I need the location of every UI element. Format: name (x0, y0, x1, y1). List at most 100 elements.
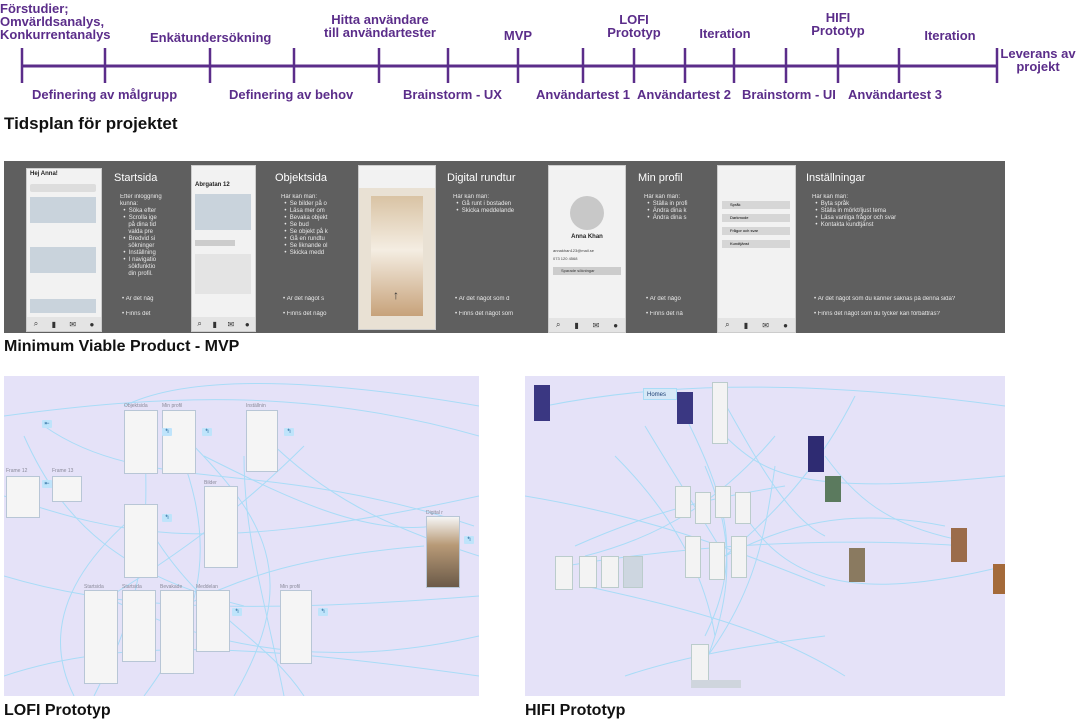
hifi-frame-row (691, 680, 741, 688)
mvp-phone-objektsida: Abrgatan 12 ⌕▮✉● (191, 165, 256, 332)
object-image (195, 194, 251, 230)
profile-phone: 073 120 4568 (553, 256, 578, 261)
milestone-iteration-2: Iteration (924, 28, 976, 43)
planritning-button (195, 240, 235, 246)
milestone-leverans: Leverans av projekt (1000, 46, 1076, 74)
lofi-frame (124, 504, 158, 578)
listing-image (30, 299, 96, 313)
mvp-phone-installningar: Språk Darkmode Frågor och svar Kundtjäns… (717, 165, 796, 333)
mvp-q1-installningar: • Är det något som du känner saknas på d… (814, 296, 956, 302)
lofi-frame-label: Startsida (84, 584, 104, 590)
milestone-definering-malgrupp: Definering av målgrupp (32, 87, 178, 102)
saved-searches-button[interactable]: Sparade sökningar (553, 267, 621, 275)
milestone-enkatundersokning: Enkätundersökning (150, 30, 272, 45)
lofi-frame-label: Min profil (162, 403, 183, 409)
arrow-up-icon[interactable]: ↑ (393, 288, 399, 302)
bookmark-icon: ▮ (743, 320, 749, 330)
lofi-frame-label: Inställnin (246, 403, 266, 409)
lofi-frame-label: Bilder (204, 480, 217, 486)
mvp-desc-startsida: Efter inloggning kunna: • Söka efter • S… (120, 194, 162, 277)
lofi-hotspot: ↰ (232, 608, 242, 616)
milestone-iteration-1: Iteration (699, 26, 751, 41)
setting-faq[interactable]: Frågor och svar (722, 227, 790, 235)
lofi-heading: LOFI Prototyp (4, 702, 111, 719)
mvp-title-installningar: Inställningar (806, 172, 866, 184)
timeline-line (20, 48, 999, 83)
setting-language[interactable]: Språk (722, 201, 790, 209)
milestone-brainstorm-ux: Brainstorm - UX (403, 87, 502, 102)
lofi-frame-label: Frame 12 (6, 468, 28, 474)
milestone-anvandartest-1: Användartest 1 (536, 87, 630, 102)
lofi-hotspot: ↰ (202, 428, 212, 436)
lofi-frame (52, 476, 82, 502)
mvp-q1-min-profil: • Är det någo (646, 296, 681, 302)
lofi-frame (84, 590, 118, 684)
lofi-frame (246, 410, 278, 472)
bottom-nav: ⌕▮✉● (192, 317, 255, 331)
mvp-q1-digital-rundtur: • Är det något som d (455, 296, 510, 302)
milestone-anvandartest-2: Användartest 2 (637, 87, 731, 102)
setting-darkmode[interactable]: Darkmode (722, 214, 790, 222)
mvp-q2-startsida: • Finns det (122, 311, 151, 317)
mvp-desc-installningar: Här kan man: • Byta språk • Ställa in mö… (812, 194, 897, 228)
mvp-desc-objektsida: Här kan man: • Se bilder på o • Läsa mer… (281, 194, 328, 256)
mvp-desc-digital-rundtur: Här kan man: • Gå runt i bostaden • Skic… (453, 194, 515, 214)
lofi-frame (280, 590, 312, 664)
hifi-frame-dark (534, 385, 550, 421)
mail-icon: ✉ (227, 319, 235, 329)
mvp-phone-startsida: Hej Anna! ⌕▮✉● (26, 168, 102, 332)
lofi-prototype-canvas: Objektsida Min profil Inställnin Frame 1… (4, 376, 479, 696)
milestone-hitta-anvandare: Hitta användare till användartester (324, 12, 436, 40)
phone-address: Abrgatan 12 (195, 182, 230, 188)
milestone-anvandartest-3: Användartest 3 (848, 87, 942, 102)
lofi-frame (196, 590, 230, 652)
lofi-hotspot: ↰ (284, 428, 294, 436)
mvp-q2-min-profil: • Finns det nå (646, 311, 683, 317)
mvp-title-objektsida: Objektsida (275, 172, 327, 184)
bookmark-icon: ▮ (574, 320, 579, 330)
setting-support[interactable]: Kundtjänst (722, 240, 790, 248)
lofi-frame-label: Objektsida (124, 403, 148, 409)
milestone-hifi: HIFI Prototyp (811, 10, 865, 38)
search-icon: ⌕ (33, 319, 39, 328)
user-icon: ● (89, 319, 95, 329)
mvp-q1-startsida: • Är det någ (122, 296, 154, 302)
mail-icon: ✉ (762, 320, 769, 330)
hifi-frame-photo (993, 564, 1005, 594)
hifi-frame-photo (825, 476, 841, 502)
tour-photo (371, 196, 423, 316)
mvp-title-min-profil: Min profil (638, 172, 683, 184)
mvp-band (4, 161, 1005, 333)
listing-image (30, 197, 96, 223)
search-icon: ⌕ (725, 320, 730, 329)
milestone-brainstorm-ui: Brainstorm - UI (742, 87, 836, 102)
lofi-frame-photo (426, 516, 460, 588)
lofi-frame-label: Digital r (426, 510, 443, 516)
hifi-prototype-canvas: Homes (525, 376, 1005, 696)
hifi-frame-dark (677, 392, 693, 424)
avatar (570, 196, 604, 230)
milestone-mvp: MVP (503, 28, 533, 43)
lofi-hotspot: ↰ (162, 428, 172, 436)
mvp-heading: Minimum Viable Product - MVP (4, 338, 240, 355)
mvp-q2-installningar: • Finns det något som du tycker kan förb… (814, 311, 940, 317)
lofi-hotspot: ⇤ (42, 420, 52, 428)
hifi-frame (601, 556, 619, 588)
search-bar (30, 184, 96, 192)
bottom-nav: ⌕▮✉● (27, 317, 101, 331)
mvp-phone-digital-rundtur: ↑ (358, 165, 436, 330)
lofi-frame (124, 410, 158, 474)
lofi-frame-label: Startsida (122, 584, 142, 590)
bookmark-icon: ▮ (212, 319, 217, 329)
search-icon: ⌕ (555, 320, 561, 329)
mail-icon: ✉ (592, 320, 600, 330)
timeline-heading: Tidsplan för projektet (4, 114, 178, 133)
hifi-frame-cluster (675, 486, 765, 586)
phone-greeting: Hej Anna! (30, 171, 58, 177)
hifi-home-flow-label[interactable]: Homes (643, 388, 677, 400)
tour-tabs (359, 166, 435, 188)
mvp-q2-digital-rundtur: • Finns det något som (455, 311, 514, 317)
hifi-frame (623, 556, 643, 588)
mvp-q1-objektsida: • Är det något s (283, 296, 325, 302)
user-icon: ● (783, 320, 788, 330)
